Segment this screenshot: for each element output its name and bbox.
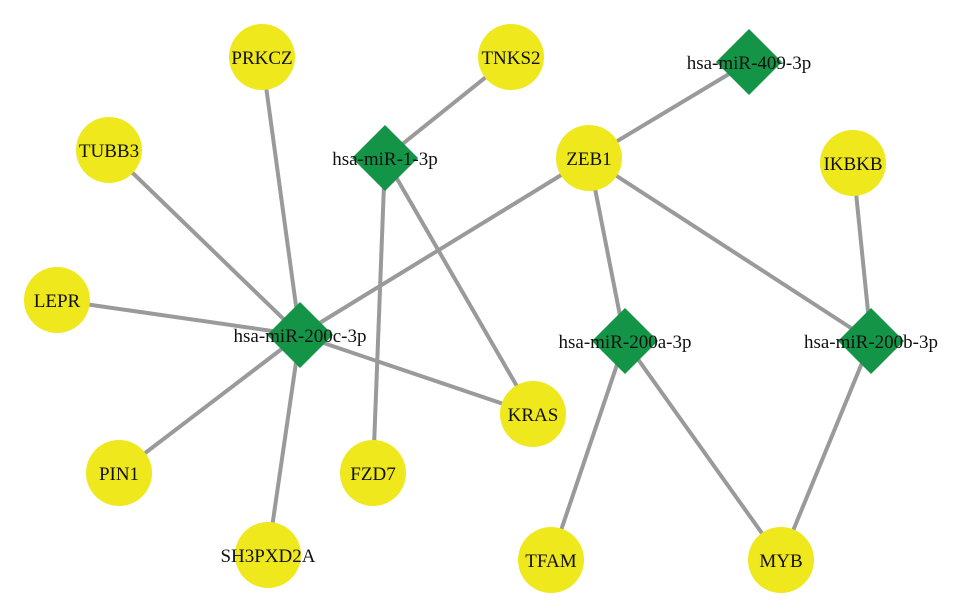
node-label-hsa-mir-1-3p: hsa-miR-1-3p bbox=[332, 149, 438, 170]
gene-node-tubb3[interactable] bbox=[76, 117, 142, 183]
edge-lepr-hsa-mir-200c-3p bbox=[56, 298, 301, 337]
node-label-hsa-mir-200b-3p: hsa-miR-200b-3p bbox=[804, 332, 938, 353]
gene-node-tfam[interactable] bbox=[518, 527, 584, 593]
edge-myb-hsa-mir-200b-3p bbox=[779, 340, 873, 561]
edge-tubb3-hsa-mir-200c-3p bbox=[107, 148, 302, 337]
edge-fzd7-hsa-mir-1-3p bbox=[371, 157, 387, 474]
mirna-node-hsa-mir-409-3p[interactable] bbox=[716, 29, 782, 95]
edge-kras-hsa-mir-1-3p bbox=[383, 156, 535, 416]
gene-node-zeb1[interactable] bbox=[556, 125, 622, 191]
edge-prkcz-hsa-mir-200c-3p bbox=[260, 56, 302, 336]
node-label-fzd7: FZD7 bbox=[350, 464, 395, 485]
edge-zeb1-hsa-mir-200c-3p bbox=[298, 156, 591, 337]
mirna-node-hsa-mir-1-3p[interactable] bbox=[352, 125, 418, 191]
node-label-tubb3: TUBB3 bbox=[79, 141, 139, 162]
node-label-pin1: PIN1 bbox=[99, 464, 139, 485]
mirna-node-hsa-mir-200c-3p[interactable] bbox=[267, 302, 333, 368]
mirna-node-hsa-mir-200a-3p[interactable] bbox=[592, 308, 658, 374]
node-label-prkcz: PRKCZ bbox=[231, 48, 292, 69]
edge-zeb1-hsa-mir-200b-3p bbox=[587, 156, 873, 343]
gene-node-sh3pxd2a[interactable] bbox=[235, 522, 301, 588]
node-label-tnks2: TNKS2 bbox=[481, 48, 540, 69]
edge-kras-hsa-mir-200c-3p bbox=[299, 333, 534, 416]
node-label-lepr: LEPR bbox=[34, 291, 81, 312]
gene-node-ikbkb[interactable] bbox=[820, 130, 886, 196]
gene-node-pin1[interactable] bbox=[86, 440, 152, 506]
gene-node-tnks2[interactable] bbox=[478, 24, 544, 90]
edge-tfam-hsa-mir-200a-3p bbox=[549, 340, 627, 561]
node-label-kras: KRAS bbox=[508, 405, 559, 426]
node-label-sh3pxd2a: SH3PXD2A bbox=[220, 546, 315, 567]
edge-sh3pxd2a-hsa-mir-200c-3p bbox=[266, 334, 302, 556]
edge-pin1-hsa-mir-200c-3p bbox=[117, 333, 302, 475]
edge-myb-hsa-mir-200a-3p bbox=[623, 339, 783, 562]
node-label-zeb1: ZEB1 bbox=[566, 149, 611, 170]
node-label-hsa-mir-200a-3p: hsa-miR-200a-3p bbox=[559, 332, 692, 353]
gene-node-fzd7[interactable] bbox=[340, 440, 406, 506]
node-label-myb: MYB bbox=[759, 551, 802, 572]
gene-node-prkcz[interactable] bbox=[229, 24, 295, 90]
gene-node-myb[interactable] bbox=[748, 527, 814, 593]
node-label-hsa-mir-409-3p: hsa-miR-409-3p bbox=[687, 53, 812, 74]
mirna-node-hsa-mir-200b-3p[interactable] bbox=[838, 308, 904, 374]
node-label-hsa-mir-200c-3p: hsa-miR-200c-3p bbox=[234, 326, 367, 347]
gene-node-lepr[interactable] bbox=[24, 267, 90, 333]
node-label-ikbkb: IKBKB bbox=[823, 154, 882, 175]
node-label-tfam: TFAM bbox=[525, 551, 576, 572]
gene-node-kras[interactable] bbox=[500, 381, 566, 447]
